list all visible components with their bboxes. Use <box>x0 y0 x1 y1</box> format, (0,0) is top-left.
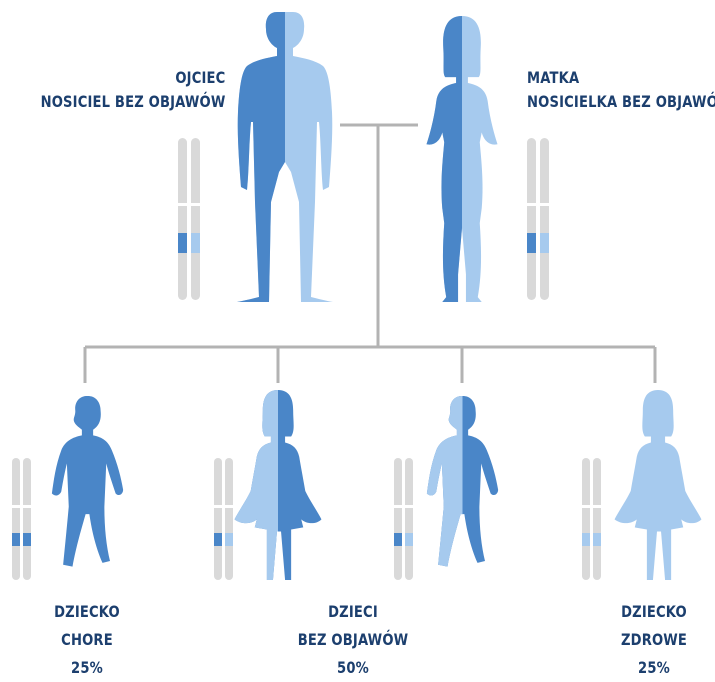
father-label: OJCIEC NOSICIEL BEZ OBJAWÓW <box>40 66 225 114</box>
affected-label-line2: CHORE <box>50 626 124 654</box>
chromosome-pair-affected <box>12 458 31 580</box>
healthy-child-icon <box>615 390 702 580</box>
carriers-label-line1: DZIECI <box>296 598 411 626</box>
mother-label: MATKA NOSICIELKA BEZ OBJAWÓW <box>527 66 715 114</box>
healthy-label: DZIECKO ZDROWE 25% <box>617 598 691 682</box>
chromosome-pair-father <box>178 138 200 300</box>
carriers-label-percent: 50% <box>296 654 411 682</box>
healthy-label-line2: ZDROWE <box>617 626 691 654</box>
affected-label-line1: DZIECKO <box>50 598 124 626</box>
affected-label-percent: 25% <box>50 654 124 682</box>
father-label-line2: NOSICIEL BEZ OBJAWÓW <box>40 90 225 114</box>
carriers-label-line2: BEZ OBJAWÓW <box>296 626 411 654</box>
carrier-girl-icon <box>235 390 322 580</box>
affected-label: DZIECKO CHORE 25% <box>50 598 124 682</box>
carrier-boy-icon <box>427 396 498 567</box>
affected-child-icon <box>52 396 123 567</box>
pedigree-lines <box>85 125 655 383</box>
chromosome-pair-mother <box>527 138 549 300</box>
healthy-label-percent: 25% <box>617 654 691 682</box>
father-label-line1: OJCIEC <box>40 66 225 90</box>
father-icon <box>237 12 333 302</box>
healthy-label-line1: DZIECKO <box>617 598 691 626</box>
mother-label-line2: NOSICIELKA BEZ OBJAWÓW <box>527 90 715 114</box>
mother-label-line1: MATKA <box>527 66 715 90</box>
carriers-label: DZIECI BEZ OBJAWÓW 50% <box>296 598 411 682</box>
chromosome-pair-healthy <box>582 458 601 580</box>
chromosome-pair-carrier-boy <box>394 458 413 580</box>
mother-icon <box>426 16 497 302</box>
chromosome-pair-carrier-girl <box>214 458 233 580</box>
